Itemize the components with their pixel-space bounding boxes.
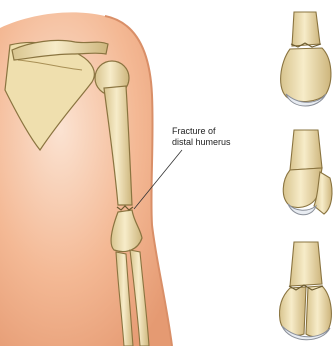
detail-3-shaft [290, 242, 322, 286]
detail-3-right-condyle [306, 286, 331, 337]
detail-2-shaft [290, 130, 322, 170]
fracture-detail-1 [281, 12, 331, 106]
fracture-detail-3 [279, 242, 331, 340]
annotation-line-1: Fracture of [172, 126, 231, 137]
annotation-line-2: distal humerus [172, 137, 231, 148]
detail-1-condyles [281, 48, 331, 101]
fracture-detail-2 [283, 130, 332, 215]
fracture-annotation-label: Fracture of distal humerus [172, 126, 231, 148]
detail-1-shaft [292, 12, 320, 46]
